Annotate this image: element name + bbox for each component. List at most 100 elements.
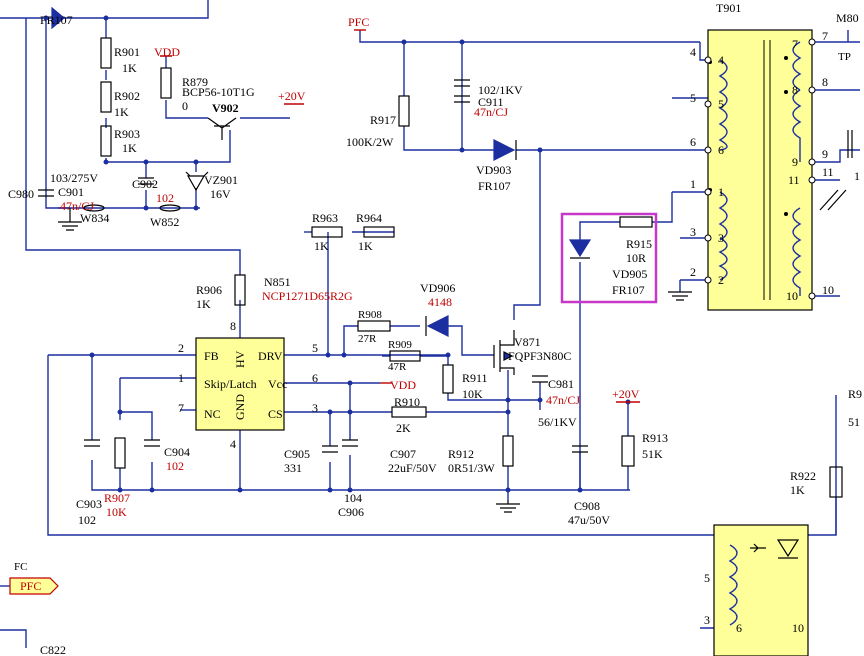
ic-pin-num-4: 4 — [230, 437, 236, 451]
r922-val: 1K — [790, 483, 805, 497]
v902-part: BCP56-10T1G — [182, 85, 255, 99]
r917-ref: R917 — [370, 113, 396, 127]
oc-pin-5: 5 — [704, 571, 710, 585]
r902-val: 1K — [114, 105, 129, 119]
t-out-9: 9 — [822, 147, 828, 161]
ic-pin-num-8: 8 — [230, 319, 236, 333]
plus20v-label: +20V — [278, 89, 306, 103]
c907-ref: C907 — [390, 447, 416, 461]
r901-val: 1K — [122, 61, 137, 75]
t-out-10: 10 — [822, 283, 834, 297]
r922-ref: R922 — [790, 469, 816, 483]
t-in-3: 3 — [718, 231, 724, 245]
v871-ref: V871 — [514, 335, 541, 349]
c981-ref: C981 — [548, 377, 574, 391]
c905-val: 331 — [284, 461, 302, 475]
ic-pin-skip: Skip/Latch — [204, 377, 257, 391]
transformer-t901[interactable] — [704, 29, 816, 311]
r907-val: 10K — [106, 505, 127, 519]
r913-val: 51K — [642, 447, 663, 461]
t-in-7: 7 — [792, 37, 798, 51]
vd903-ref: VD903 — [476, 163, 511, 177]
r915-val: 10R — [626, 251, 646, 265]
c902-val: 102 — [156, 191, 174, 205]
ic-pin-hv: HV — [233, 350, 247, 368]
ic-ref: N851 — [264, 275, 291, 289]
c908-ref: C908 — [574, 499, 600, 513]
oc-pin-6: 6 — [736, 621, 742, 635]
ic-pin-drv: DRV — [258, 349, 283, 363]
t-out-11: 11 — [822, 165, 834, 179]
t-out-6: 6 — [690, 135, 696, 149]
t-out-7: 7 — [822, 29, 828, 43]
c981-val: 47n/CJ — [546, 393, 580, 407]
ic-pin-num-1: 1 — [178, 371, 184, 385]
pfc-left: FC — [14, 561, 27, 573]
components — [38, 6, 853, 656]
vz901-ref: VZ901 — [204, 173, 238, 187]
r907-ref: R907 — [104, 491, 130, 505]
c904-ref: C904 — [164, 445, 190, 459]
vdd-label: VDD — [154, 45, 180, 59]
c901-val2: 47n/CJ — [60, 199, 94, 213]
junctions — [43, 15, 631, 493]
c905-ref: C905 — [284, 447, 310, 461]
ic-pin-num-6: 6 — [312, 371, 318, 385]
t-in-9: 9 — [792, 155, 798, 169]
r964-ref: R964 — [356, 211, 382, 225]
r909-ref: R909 — [388, 339, 412, 351]
t-out-3: 3 — [690, 225, 696, 239]
r909-val: 47R — [388, 361, 407, 373]
pfc-flag-text: PFC — [20, 579, 41, 593]
c907-val: 22uF/50V — [388, 461, 437, 475]
c901-val: 103/275V — [50, 171, 98, 185]
t-out-4: 4 — [690, 45, 696, 59]
vd906-ref: VD906 — [420, 281, 455, 295]
t-out-5: 5 — [690, 91, 696, 105]
c911-ref: C911 — [478, 95, 504, 109]
vdd-label-2: VDD — [390, 378, 416, 392]
t-out-8: 8 — [822, 75, 828, 89]
t-in-10: 10 — [786, 289, 798, 303]
r964-val: 1K — [358, 239, 373, 253]
r963-val: 1K — [314, 239, 329, 253]
ic-pin-num-5: 5 — [312, 341, 318, 355]
r913-ref: R913 — [642, 431, 668, 445]
pfc-flag — [9, 577, 59, 595]
vd906-val: 4148 — [428, 295, 452, 309]
c906-val: 104 — [344, 491, 362, 505]
t-in-5: 5 — [718, 97, 724, 111]
r906-ref: R906 — [196, 283, 222, 297]
r903-val: 1K — [122, 141, 137, 155]
ic-pin-cs: CS — [268, 407, 283, 421]
r963-ref: R963 — [312, 211, 338, 225]
c902-ref: C902 — [132, 177, 158, 191]
oc-pin-3: 3 — [704, 613, 710, 627]
fr107-top-label: FR107 — [40, 13, 73, 27]
t-in-1: 1 — [718, 185, 724, 199]
r910-val: 2K — [396, 421, 411, 435]
c980-ref: C980 — [8, 187, 34, 201]
c903-val: 102 — [78, 513, 96, 527]
t-in-4: 4 — [718, 53, 724, 67]
t-in-6: 6 — [718, 143, 724, 157]
vd905-ref: VD905 — [612, 267, 647, 281]
r903-ref: R903 — [114, 127, 140, 141]
oc-pin-10: 10 — [792, 621, 804, 635]
ic-pin-nc: NC — [204, 407, 221, 421]
ic-n851[interactable] — [195, 337, 285, 431]
r912-ref: R912 — [448, 447, 474, 461]
right-pin-1: 1 — [854, 169, 860, 183]
r879-ref: R879 — [182, 75, 208, 89]
c822-ref: C822 — [40, 643, 66, 656]
r912-val: 0R51/3W — [448, 461, 495, 475]
c903-ref: C903 — [76, 497, 102, 511]
c908-val: 47u/50V — [568, 513, 610, 527]
vd903-val: FR107 — [478, 179, 511, 193]
r911-ref: R911 — [462, 371, 488, 385]
c901-ref: C901 — [58, 185, 84, 199]
r910-ref: R910 — [394, 395, 420, 409]
tp-label: TP — [838, 51, 851, 63]
v871-part: FQPF3N80C — [508, 349, 571, 363]
